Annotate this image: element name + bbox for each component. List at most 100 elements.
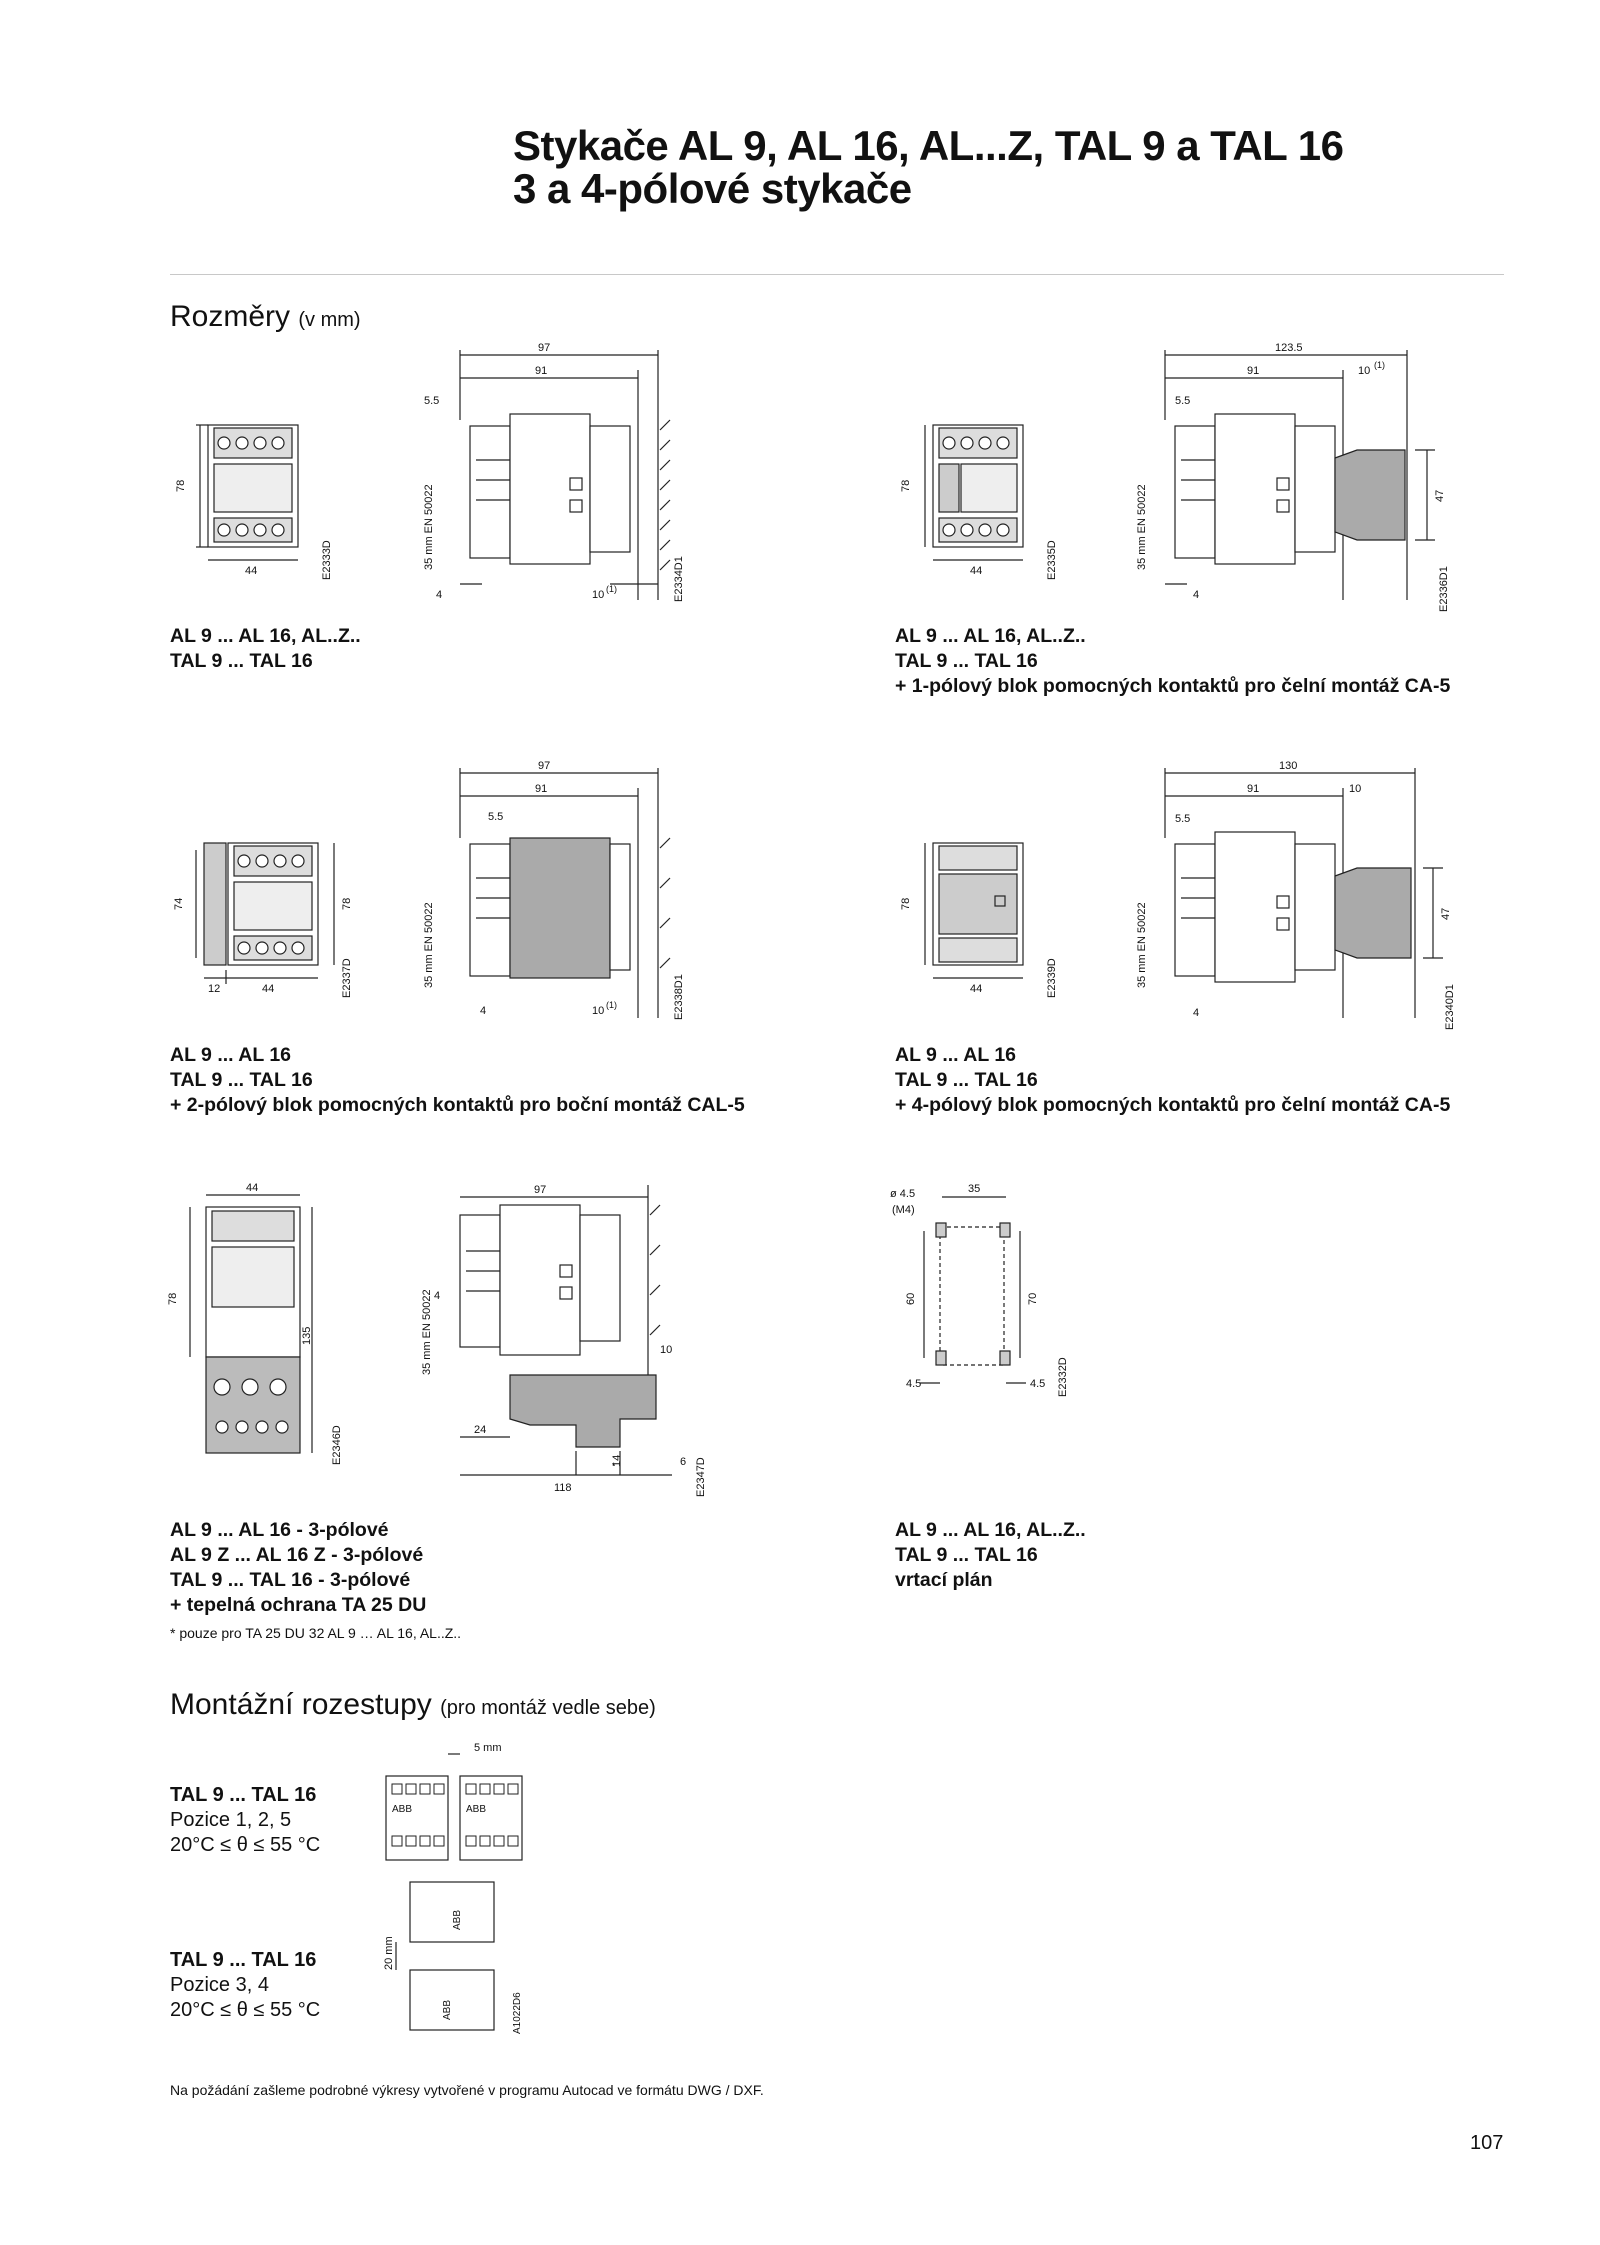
- sub-note: *: [612, 1461, 616, 1471]
- drawing-code: E2335D: [1046, 540, 1058, 580]
- dim-aux-width: 12: [208, 983, 220, 995]
- dim-gap: 10: [1358, 365, 1370, 377]
- front-view: [924, 842, 1024, 979]
- drawing-code: E2339D: [1046, 958, 1058, 998]
- dim-height-aux: 74: [173, 898, 185, 910]
- brand-logo: ABB: [442, 2000, 453, 2020]
- drawing-code: E2336D1: [1438, 566, 1450, 612]
- dim-margin-left: 4.5: [906, 1378, 921, 1390]
- bottom-note: Na požádání zašleme podrobné výkresy vyt…: [170, 2082, 764, 2098]
- rail-label: 35 mm EN 50022: [423, 484, 435, 570]
- figure-3-drawing: 74 78 12 44 E2337D 97 91 5.5 35 mm EN 50…: [173, 760, 685, 1020]
- dim-width: 35: [968, 1183, 980, 1195]
- dim-width: 44: [246, 1182, 258, 1194]
- figure-5-drawing: 44 78 135 E2346D 97 35 mm EN 50022 4 10 …: [167, 1182, 707, 1497]
- dim-total-depth: 97: [538, 760, 550, 772]
- dim-height: 78: [900, 480, 912, 492]
- drawing-code: E2338D1: [673, 974, 685, 1020]
- drawing-code: E2334D1: [673, 556, 685, 602]
- dim-height: 78: [900, 898, 912, 910]
- figure-2-drawing: 78 44 E2335D 123.5 91 10 (1) 5.5 35 mm E…: [900, 342, 1450, 612]
- hole-diameter: ø 4.5: [890, 1188, 915, 1200]
- rail-label: 35 mm EN 50022: [423, 902, 435, 988]
- dim-width: 44: [262, 983, 274, 995]
- rail-label: 35 mm EN 50022: [1136, 484, 1148, 570]
- figure-1-caption: AL 9 ... AL 16, AL..Z..TAL 9 ... TAL 16: [170, 625, 361, 672]
- front-view: [189, 1194, 313, 1454]
- dim-sub-2: 6: [680, 1456, 686, 1468]
- dim-total-depth: 97: [538, 342, 550, 354]
- footnote: * pouze pro TA 25 DU 32 AL 9 … AL 16, AL…: [170, 1625, 462, 1641]
- brand-logo: ABB: [466, 1804, 486, 1815]
- side-view: [459, 768, 671, 1018]
- dim-bottom-offset: 4: [1193, 1007, 1199, 1019]
- drawing-code: E2332D: [1057, 1357, 1069, 1397]
- dim-bottom-offset: 4: [436, 589, 442, 601]
- dim-height: 78: [167, 1293, 179, 1305]
- figure-2-caption: AL 9 ... AL 16, AL..Z..TAL 9 ... TAL 16+…: [895, 625, 1451, 697]
- page-title: Stykače AL 9, AL 16, AL...Z, TAL 9 a TAL…: [513, 122, 1344, 212]
- drawing-code: E2337D: [341, 958, 353, 998]
- side-view: [1164, 350, 1435, 600]
- side-view: [459, 350, 671, 600]
- dim-total-depth: 97: [534, 1184, 546, 1196]
- gap-note: (1): [1374, 360, 1385, 370]
- drawing-code: E2346D: [331, 1425, 343, 1465]
- front-view: [196, 424, 299, 561]
- dim-rail-offset: 5.5: [1175, 813, 1190, 825]
- drawing-code: E2333D: [321, 540, 333, 580]
- side-view: [1164, 768, 1443, 1018]
- dim-width: 44: [245, 565, 257, 577]
- dim-block-height: 47: [1434, 490, 1446, 502]
- dim-height: 78: [341, 898, 353, 910]
- dim-gap: 10: [660, 1344, 672, 1356]
- hole-thread: (M4): [892, 1204, 915, 1216]
- brand-logo: ABB: [392, 1804, 412, 1815]
- dim-total-height: 135: [301, 1327, 313, 1345]
- mounting-heading: Montážní rozestupy (pro montáž vedle seb…: [170, 1688, 656, 1721]
- dim-body-depth: 91: [1247, 365, 1259, 377]
- side-view: [459, 1185, 672, 1476]
- mounting-drawing: 5 mm ABB ABB 20 mm ABB ABB A1022D6: [383, 1742, 523, 2034]
- dim-rail-offset: 5.5: [424, 395, 439, 407]
- drawing-code: E2347D: [695, 1457, 707, 1497]
- drawing-code: E2340D1: [1444, 984, 1455, 1030]
- gap-note: (1): [606, 584, 617, 594]
- dim-gap: 10: [592, 589, 604, 601]
- drill-plan: [920, 1196, 1026, 1384]
- dim-bottom-offset: 4: [1193, 589, 1199, 601]
- brand-logo: ABB: [452, 1910, 463, 1930]
- drawing-code: A1022D6: [512, 1992, 523, 2034]
- gap-note: (1): [606, 1000, 617, 1010]
- rail-label: 35 mm EN 50022: [421, 1289, 433, 1375]
- header-rule: [170, 274, 1504, 275]
- dim-block-height: 47: [1440, 908, 1452, 920]
- dim-gap: 10: [592, 1005, 604, 1017]
- dim-margin-right: 4.5: [1030, 1378, 1045, 1390]
- dim-relay-total: 118: [554, 1482, 572, 1494]
- rail-label: 35 mm EN 50022: [1136, 902, 1148, 988]
- page-number: 107: [1470, 2132, 1504, 2154]
- dim-gap: 10: [1349, 783, 1361, 795]
- dim-rail-offset: 5.5: [488, 811, 503, 823]
- dim-height-60: 60: [905, 1293, 917, 1305]
- dim-rail-offset: 5.5: [1175, 395, 1190, 407]
- gap-vertical: 20 mm: [383, 1936, 395, 1970]
- dim-body-depth: 91: [1247, 783, 1259, 795]
- figure-6-drawing: ø 4.5 (M4) 35 60 70 4.5 4.5 E2332D: [890, 1183, 1069, 1397]
- dim-height-70: 70: [1027, 1293, 1039, 1305]
- dim-width: 44: [970, 983, 982, 995]
- gap-horizontal: 5 mm: [474, 1742, 502, 1754]
- dim-body-depth: 91: [535, 783, 547, 795]
- figure-1-drawing: 78 44 E2333D 97 91 5.5 35 mm EN 50022 4 …: [175, 342, 685, 602]
- front-view: [195, 842, 335, 984]
- dim-sub-1: 14: [611, 1455, 623, 1467]
- dim-body-depth: 91: [535, 365, 547, 377]
- dimensions-heading: Rozměry (v mm): [170, 300, 361, 333]
